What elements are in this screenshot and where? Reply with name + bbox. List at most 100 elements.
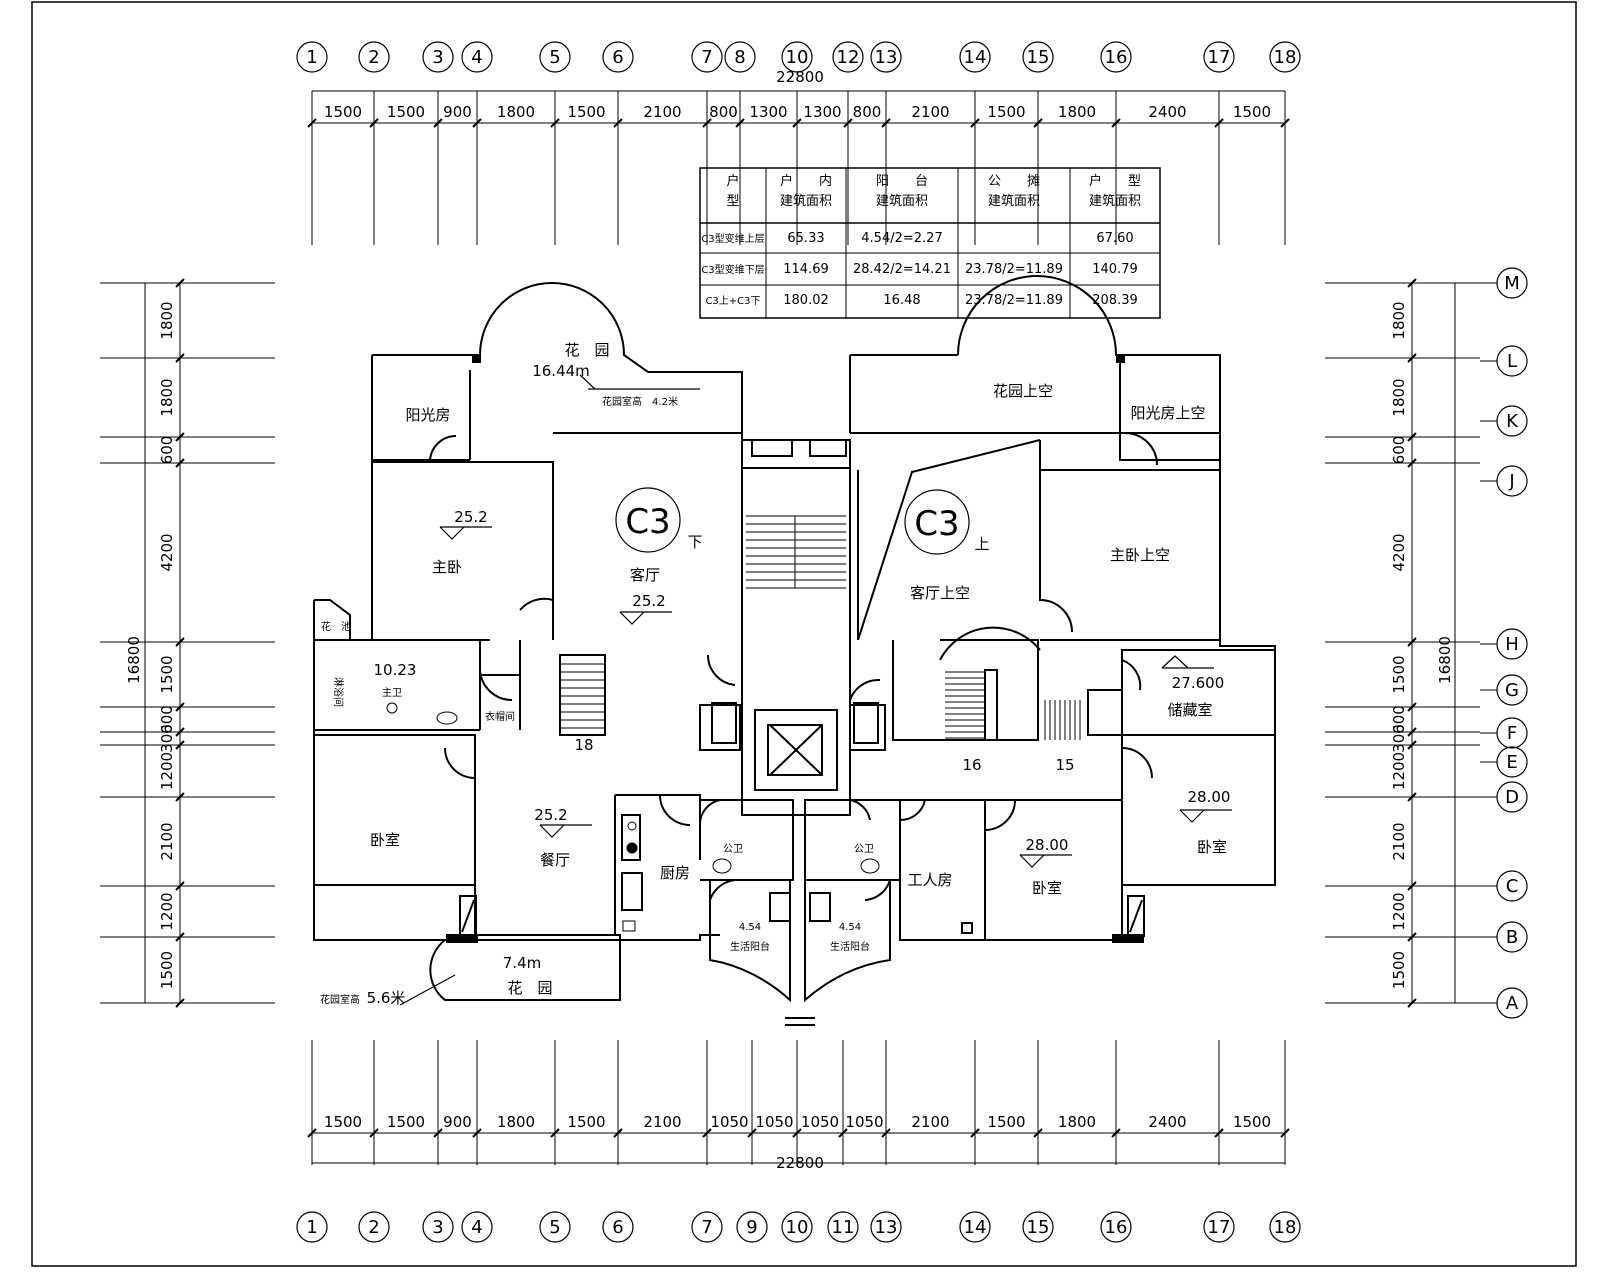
axis-bubble-bottom-2: 2 bbox=[358, 1211, 390, 1243]
left-segment-dimension: 1200 bbox=[158, 752, 176, 790]
table-cell: 208.39 bbox=[1092, 293, 1138, 308]
svg-text:7: 7 bbox=[701, 47, 712, 68]
svg-text:12: 12 bbox=[837, 47, 860, 68]
axis-bubble-bottom-3: 3 bbox=[422, 1211, 454, 1243]
axis-bubble-top-1: 1 bbox=[296, 41, 328, 73]
svg-text:18: 18 bbox=[1274, 47, 1297, 68]
drawing-frame bbox=[31, 1, 1577, 1267]
svg-text:10: 10 bbox=[786, 47, 809, 68]
table-header: 户 型 bbox=[1089, 173, 1141, 189]
left-segment-dimension: 300 bbox=[158, 724, 176, 753]
table-header: 型 bbox=[726, 194, 739, 209]
label-master-upper: 主卧上空 bbox=[1110, 546, 1170, 564]
label-garden-top-height: 花园室高 4.2米 bbox=[602, 395, 678, 408]
bottom-segment-dimension: 900 bbox=[443, 1113, 472, 1131]
label-master-bath: 主卫 bbox=[382, 687, 402, 699]
label-bedroom-mid-level: 28.00 bbox=[1026, 836, 1069, 854]
svg-text:K: K bbox=[1506, 411, 1519, 432]
right-segment-dimension: 1800 bbox=[1390, 301, 1408, 339]
svg-text:14: 14 bbox=[964, 47, 987, 68]
right-segment-dimension: 1500 bbox=[1390, 655, 1408, 693]
label-sunroom: 阳光房 bbox=[405, 406, 450, 424]
axis-bubble-bottom-1: 1 bbox=[296, 1211, 328, 1243]
label-balcony-left-area: 4.54 bbox=[739, 922, 761, 933]
overall-width-bottom: 22800 bbox=[776, 1154, 824, 1172]
svg-text:5: 5 bbox=[549, 1217, 560, 1238]
label-master-bed: 主卧 bbox=[432, 558, 462, 576]
axis-bubble-right-B: B bbox=[1496, 921, 1528, 953]
label-living: 客厅 bbox=[630, 566, 660, 584]
axis-bubble-right-H: H bbox=[1496, 628, 1528, 660]
svg-text:E: E bbox=[1506, 752, 1517, 773]
svg-text:9: 9 bbox=[746, 1217, 757, 1238]
svg-text:15: 15 bbox=[1027, 47, 1050, 68]
table-header: 建筑面积 bbox=[876, 193, 928, 209]
axis-bubble-bottom-10: 10 bbox=[781, 1211, 813, 1243]
top-segment-dimension: 1500 bbox=[567, 103, 605, 121]
label-living-level: 25.2 bbox=[632, 592, 665, 610]
right-segment-dimension: 1200 bbox=[1390, 752, 1408, 790]
bottom-segment-dimension: 2400 bbox=[1148, 1113, 1186, 1131]
overall-width-top: 22800 bbox=[776, 68, 824, 86]
left-segment-dimension: 1800 bbox=[158, 378, 176, 416]
top-segment-dimension: 1300 bbox=[749, 103, 787, 121]
room-labels: 花 园 16.44m 花园室高 4.2米 阳光房 25.2 主卧 C3 下 客厅… bbox=[320, 341, 1230, 1007]
right-segment-dimension: 600 bbox=[1390, 705, 1408, 734]
fixtures bbox=[386, 702, 880, 932]
table-cell: 180.02 bbox=[783, 293, 829, 308]
label-sunroom-upper: 阳光房上空 bbox=[1130, 404, 1205, 422]
axis-bubble-right-C: C bbox=[1496, 870, 1528, 902]
table-cell: C3型变维上层 bbox=[701, 232, 764, 245]
label-storage-level: 27.600 bbox=[1172, 674, 1225, 692]
top-segment-dimension: 2400 bbox=[1148, 103, 1186, 121]
svg-text:1: 1 bbox=[306, 1217, 317, 1238]
axis-bubble-bottom-14: 14 bbox=[959, 1211, 991, 1243]
right-segment-dimension: 600 bbox=[1390, 436, 1408, 465]
label-bath-level: 10.23 bbox=[374, 661, 417, 679]
svg-text:17: 17 bbox=[1208, 47, 1231, 68]
label-bedroom-mid: 卧室 bbox=[1032, 879, 1062, 897]
svg-text:G: G bbox=[1505, 680, 1519, 701]
svg-text:6: 6 bbox=[612, 47, 623, 68]
axis-bubble-bottom-4: 4 bbox=[461, 1211, 493, 1243]
svg-text:H: H bbox=[1505, 634, 1519, 655]
label-bedroom-left: 卧室 bbox=[370, 831, 400, 849]
label-garden-top-length: 16.44m bbox=[532, 362, 590, 380]
svg-text:C: C bbox=[1506, 876, 1519, 897]
bottom-segment-dimension: 1500 bbox=[987, 1113, 1025, 1131]
svg-text:15: 15 bbox=[1027, 1217, 1050, 1238]
table-cell: 28.42/2=14.21 bbox=[853, 262, 951, 277]
axis-bubble-bottom-11: 11 bbox=[827, 1211, 859, 1243]
svg-text:L: L bbox=[1507, 351, 1517, 372]
axis-bubble-bottom-17: 17 bbox=[1203, 1211, 1235, 1243]
left-segment-dimension: 1200 bbox=[158, 892, 176, 930]
bottom-segment-dimension: 2100 bbox=[643, 1113, 681, 1131]
axis-bubble-top-5: 5 bbox=[539, 41, 571, 73]
table-header: 阳 台 bbox=[876, 174, 928, 189]
svg-text:3: 3 bbox=[432, 47, 443, 68]
axis-bubble-top-10: 10 bbox=[781, 41, 813, 73]
left-segment-dimension: 1500 bbox=[158, 655, 176, 693]
svg-text:16: 16 bbox=[1105, 1217, 1128, 1238]
label-flower-pond: 花 池 bbox=[321, 620, 351, 633]
axis-bubble-top-12: 12 bbox=[832, 41, 864, 73]
axis-bubble-top-3: 3 bbox=[422, 41, 454, 73]
axis-bubble-right-K: K bbox=[1496, 405, 1528, 437]
svg-text:14: 14 bbox=[964, 1217, 987, 1238]
table-cell: 23.78/2=11.89 bbox=[965, 262, 1063, 277]
axis-bubble-top-13: 13 bbox=[870, 41, 902, 73]
level-markers bbox=[399, 374, 1232, 1006]
bottom-segment-dimension: 1800 bbox=[1058, 1113, 1096, 1131]
axis-bubble-top-18: 18 bbox=[1269, 41, 1301, 73]
svg-text:5: 5 bbox=[549, 47, 560, 68]
bottom-segment-dimension: 1050 bbox=[755, 1113, 793, 1131]
svg-text:J: J bbox=[1508, 471, 1514, 492]
svg-text:11: 11 bbox=[832, 1217, 855, 1238]
top-segment-dimension: 2100 bbox=[643, 103, 681, 121]
table-header: 户 bbox=[726, 173, 739, 189]
right-segment-dimension: 300 bbox=[1390, 724, 1408, 753]
axis-bubble-right-G: G bbox=[1496, 674, 1528, 706]
svg-text:2: 2 bbox=[368, 1217, 379, 1238]
